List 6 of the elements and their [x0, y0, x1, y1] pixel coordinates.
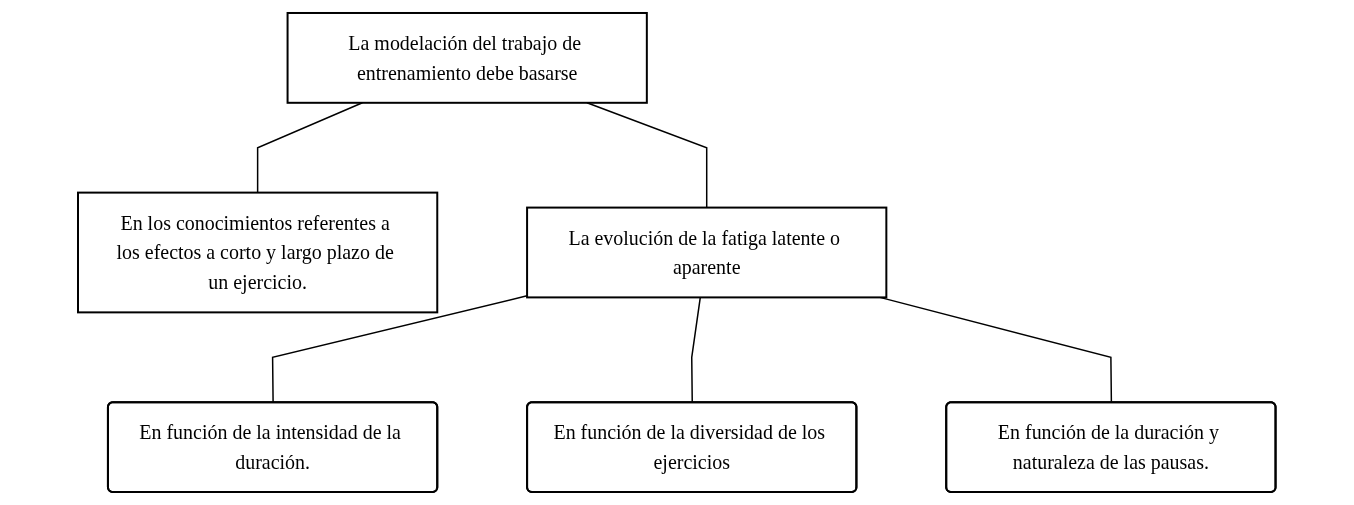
connector	[272, 295, 529, 404]
connector	[691, 296, 702, 404]
connector	[586, 102, 708, 209]
node-box: En los conocimientos referentes a los efectos a corto y largo plazo de un ejercicio.	[77, 191, 439, 314]
node-box: La modelación del trabajo de entrenamiento debe basarse	[286, 12, 649, 104]
node-box: La evolución de la fatiga latente o aparente	[526, 206, 888, 299]
